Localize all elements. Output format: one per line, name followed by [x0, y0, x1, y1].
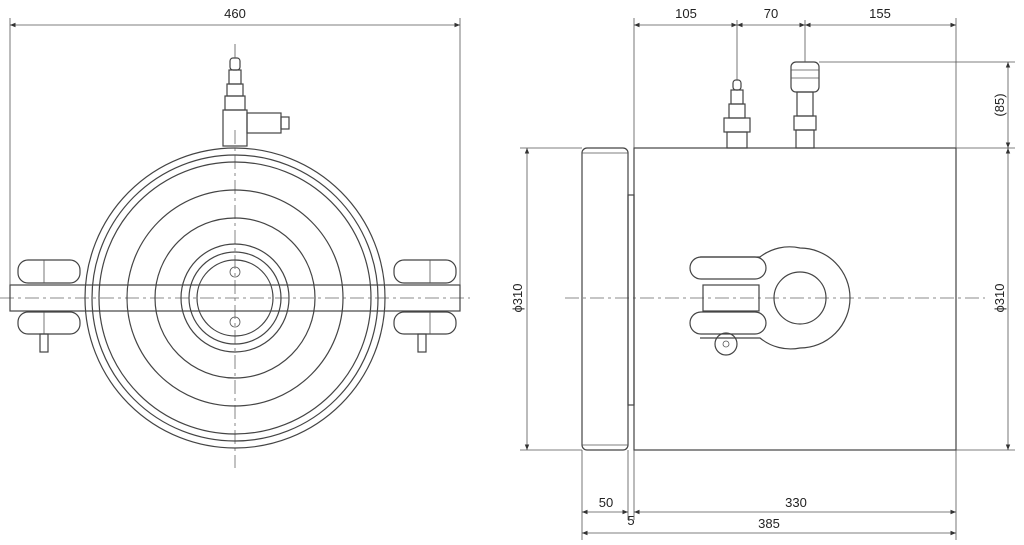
right-lug-bottom: [393, 311, 457, 335]
dim-70: 70: [764, 6, 778, 21]
dim-50: 50: [599, 495, 613, 510]
dim-330: 330: [785, 495, 807, 510]
shackle-pin-bottom: [689, 311, 767, 335]
bore-hole-top: [229, 266, 241, 278]
dim-dia-right: ϕ310: [992, 284, 1007, 313]
dim-85: (85): [992, 93, 1007, 116]
shackle: [689, 246, 851, 356]
dim-155: 155: [869, 6, 891, 21]
left-lug-bottom: [17, 311, 81, 335]
shackle-pin-top: [689, 256, 767, 280]
fitting-side-port: [246, 112, 282, 134]
ring-5: [180, 243, 290, 353]
dim-385: 385: [758, 516, 780, 531]
dim-105: 105: [675, 6, 697, 21]
bore-hole-bottom: [229, 316, 241, 328]
side-fitting-left: [723, 20, 751, 149]
ring-2: [98, 161, 372, 435]
thin-plate: [627, 194, 635, 406]
outer-ring-inner: [91, 154, 379, 442]
dim-dia-left: ϕ310: [510, 284, 525, 313]
ring-3: [126, 189, 344, 407]
side-fitting-right: [790, 20, 820, 149]
side-view: 105 70 155 (85) ϕ310 ϕ310 50 330 5 385: [510, 6, 1015, 540]
left-lug-top: [17, 259, 81, 284]
coupler: [790, 61, 820, 93]
flange: [581, 147, 629, 451]
shackle-ring: [714, 332, 738, 356]
front-top-fitting: [222, 44, 290, 147]
dim-5: 5: [627, 513, 634, 528]
lug-bar: [9, 284, 461, 312]
ring-4: [154, 217, 316, 379]
shackle-body: [702, 284, 760, 312]
outer-ring: [84, 147, 386, 449]
dim-460: 460: [224, 6, 246, 21]
shackle-eye: [773, 271, 827, 325]
ring-6: [188, 251, 282, 345]
right-pin: [417, 333, 427, 353]
shackle-outline: [700, 246, 851, 350]
right-lug-top: [393, 259, 457, 284]
left-pin: [39, 333, 49, 353]
bore: [196, 259, 274, 337]
front-view: 460: [0, 6, 470, 468]
main-body: [633, 147, 957, 451]
